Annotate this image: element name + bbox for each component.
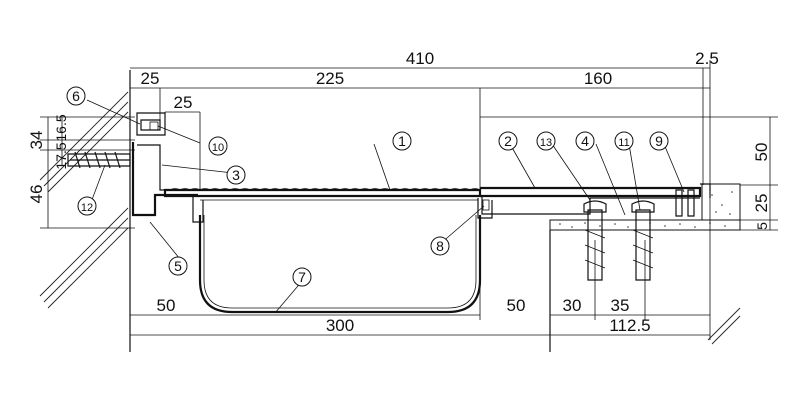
- callout-12: 12: [77, 196, 97, 216]
- dim-112-5: 112.5: [609, 316, 650, 335]
- svg-text:8: 8: [436, 238, 444, 254]
- dim-410: 410: [406, 49, 434, 68]
- callout-2: 2: [498, 131, 518, 151]
- svg-text:6: 6: [72, 88, 80, 104]
- callout-11: 11: [614, 131, 634, 151]
- dim-17-5: 17.5: [53, 142, 69, 169]
- dim-25-right: 25: [752, 194, 771, 213]
- gasket-clips: [192, 195, 493, 223]
- svg-text:1: 1: [398, 133, 406, 149]
- svg-text:7: 7: [298, 269, 306, 285]
- callout-8: 8: [430, 236, 450, 256]
- dim-300: 300: [326, 316, 354, 335]
- right-anchors: [583, 200, 655, 281]
- callout-13: 13: [536, 131, 556, 151]
- top-dimensions: [130, 60, 711, 190]
- callout-10: 10: [208, 136, 228, 156]
- dim-50-right: 50: [752, 143, 771, 162]
- svg-text:3: 3: [232, 167, 240, 183]
- right-slab: [549, 183, 741, 352]
- dim-5-right: 5: [754, 222, 770, 230]
- dim-25-inner: 25: [174, 93, 193, 112]
- dim-50-bottom-left: 50: [157, 296, 176, 315]
- leader-lines: [86, 99, 685, 314]
- left-wall: [39, 70, 131, 352]
- callout-4: 4: [575, 131, 595, 151]
- dim-50-bottom-right: 50: [507, 296, 526, 315]
- gutter: [198, 215, 482, 314]
- callout-5: 5: [168, 256, 188, 276]
- svg-text:2: 2: [504, 133, 512, 149]
- screws-9: [675, 189, 695, 217]
- svg-text:9: 9: [655, 133, 663, 149]
- right-dimensions: [480, 116, 778, 231]
- svg-text:12: 12: [81, 202, 93, 214]
- dim-16-5: 16.5: [53, 114, 69, 141]
- cover-plate: [163, 188, 482, 201]
- left-anchor: [67, 151, 131, 169]
- svg-text:5: 5: [174, 258, 182, 274]
- dim-35: 35: [611, 296, 630, 315]
- callout-7: 7: [292, 267, 312, 287]
- dimension-labels: 410 2.5 25 225 160 25 34 16.5 17.5 46 50…: [27, 49, 771, 335]
- dim-46: 46: [27, 185, 46, 204]
- left-dimensions: [40, 116, 135, 229]
- callout-9: 9: [649, 131, 669, 151]
- dim-30: 30: [563, 296, 582, 315]
- callouts: 1 2 3 4 5 6 7 8: [66, 86, 669, 287]
- callout-6: 6: [66, 86, 86, 106]
- callout-1: 1: [392, 131, 412, 151]
- svg-text:10: 10: [212, 142, 224, 154]
- dim-225: 225: [316, 69, 344, 88]
- dim-2-5: 2.5: [695, 49, 719, 68]
- dim-25-top: 25: [141, 69, 160, 88]
- svg-text:11: 11: [618, 137, 629, 149]
- dim-34: 34: [27, 131, 46, 150]
- callout-3: 3: [226, 165, 246, 185]
- svg-text:13: 13: [540, 137, 552, 149]
- dim-160: 160: [584, 69, 612, 88]
- svg-text:4: 4: [581, 133, 589, 149]
